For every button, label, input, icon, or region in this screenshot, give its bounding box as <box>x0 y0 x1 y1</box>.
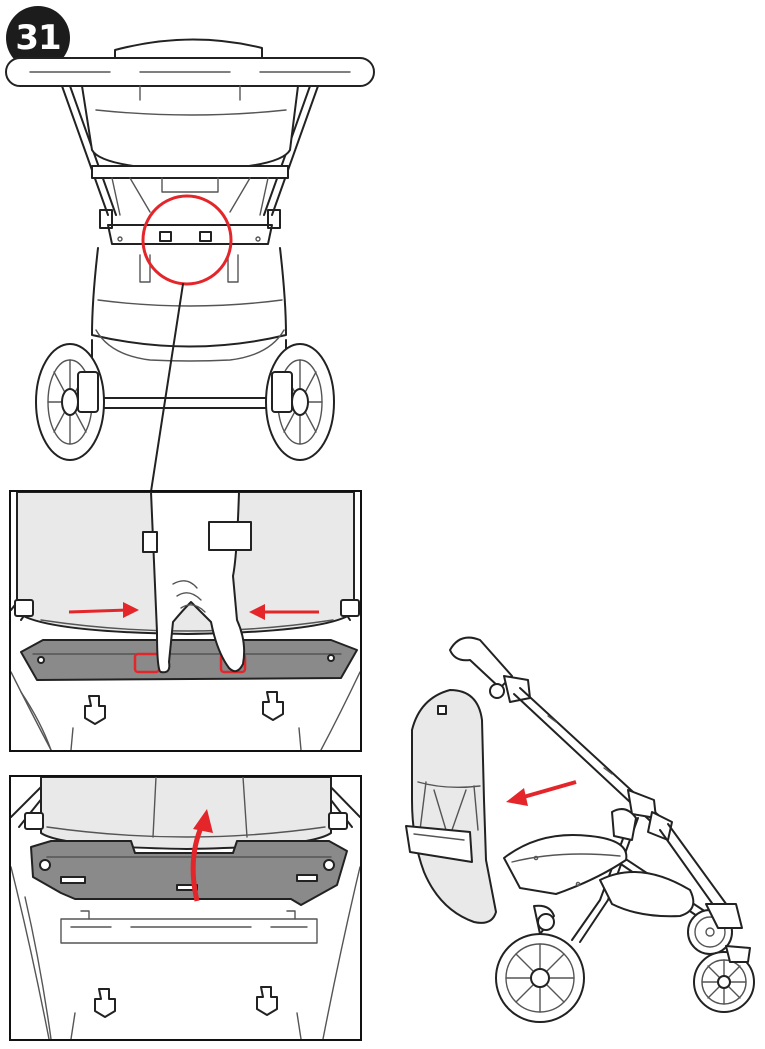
front-wheel-lower <box>694 946 754 1012</box>
detached-seat <box>406 690 496 923</box>
remove-seat-arrow <box>506 782 576 806</box>
rear-wheel <box>496 906 584 1022</box>
